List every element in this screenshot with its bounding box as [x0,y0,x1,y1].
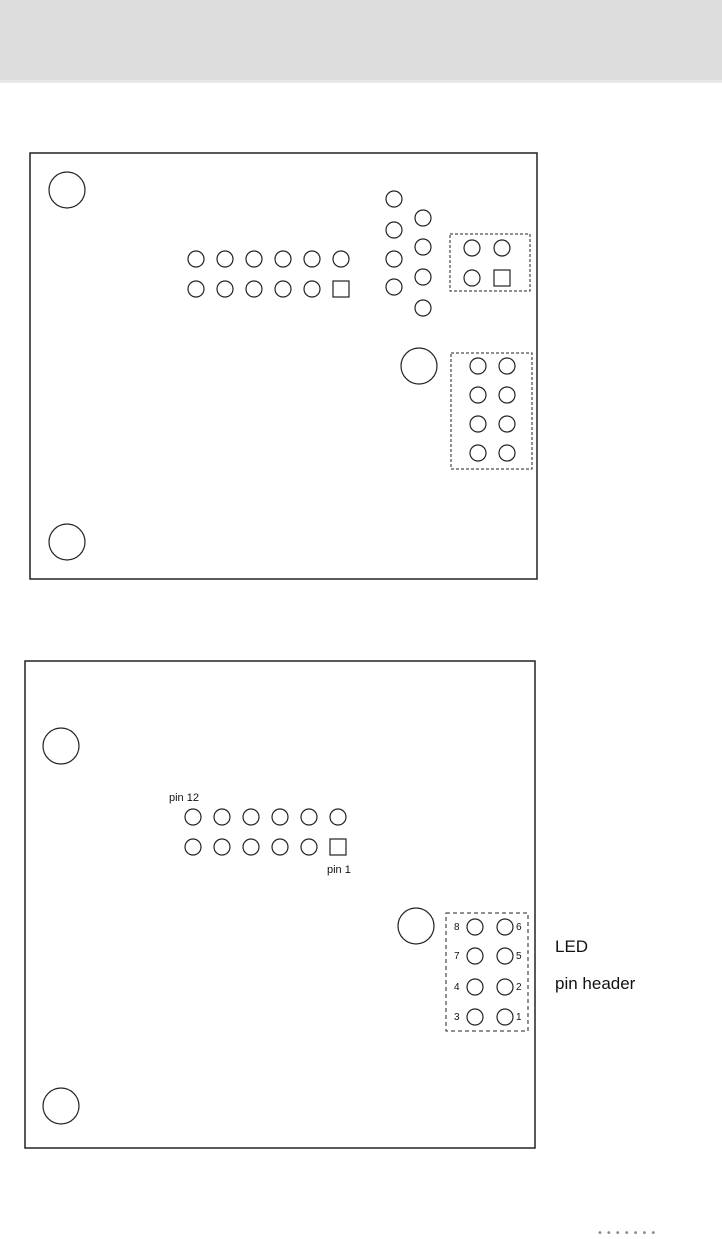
bottom-pad [272,839,288,855]
top-pad [386,251,402,267]
top-pad [246,251,262,267]
led-header-outline [446,913,528,1031]
top-pad [415,269,431,285]
led-pad [467,948,483,964]
top-4pin-header [464,240,510,286]
led-pin-number: 1 [516,1012,522,1023]
top-pad [386,191,402,207]
top-pad [217,281,233,297]
top-pad-square [333,281,349,297]
top-pad [499,358,515,374]
led-pad [497,979,513,995]
pin1-label: pin 1 [327,864,351,876]
top-pad [304,281,320,297]
led-pin-number: 8 [454,922,460,933]
top-8pin-header [470,358,515,461]
top-board-outline [30,153,537,579]
bottom-board-outline [25,661,535,1148]
bottom-pad [330,809,346,825]
bottom-pad [301,809,317,825]
top-pad [499,445,515,461]
led-pin-number: 5 [516,951,522,962]
top-pad [386,279,402,295]
led-pin-number: 2 [516,982,522,993]
led-pad [467,1009,483,1025]
led-pin-number: 6 [516,922,522,933]
bottom-pad-square [330,839,346,855]
bottom-12pin-connector [185,809,346,855]
pin-header-label: pin header [555,974,635,994]
top-pad-square [494,270,510,286]
led-pad [497,919,513,935]
bottom-pad [214,839,230,855]
led-pin-number: 3 [454,1012,460,1023]
led-pad [467,979,483,995]
top-pad [333,251,349,267]
top-mount-hole-tl [49,172,85,208]
top-pad [246,281,262,297]
bottom-mount-hole-right [398,908,434,944]
led-pin-number: 4 [454,982,460,993]
bottom-pad [243,809,259,825]
top-pad [188,281,204,297]
bottom-pad [185,809,201,825]
bottom-mount-hole-bl [43,1088,79,1124]
bottom-pad [185,839,201,855]
top-pad [415,210,431,226]
top-pad [386,222,402,238]
top-pad [499,416,515,432]
top-pad [499,387,515,403]
top-pad [470,387,486,403]
top-pad [415,300,431,316]
top-pad [464,240,480,256]
top-8pin-header-outline [451,353,532,469]
top-board-diagram [0,0,722,620]
top-pad [217,251,233,267]
top-mount-hole-right [401,348,437,384]
bottom-pad [301,839,317,855]
led-pin-numbers: 8 6 7 5 4 2 3 1 [454,922,522,1023]
top-12pin-connector [188,251,349,297]
top-pad [494,240,510,256]
top-pad [304,251,320,267]
top-pad [464,270,480,286]
top-4pin-header-outline [450,234,530,291]
led-pad [497,1009,513,1025]
bottom-mount-hole-tl [43,728,79,764]
led-pad [497,948,513,964]
top-pad [470,416,486,432]
top-pad [188,251,204,267]
top-pad [470,358,486,374]
pin12-label: pin 12 [169,792,199,804]
top-pad [275,251,291,267]
top-pad [415,239,431,255]
top-pad [275,281,291,297]
bottom-pad [243,839,259,855]
led-pad [467,919,483,935]
bottom-pad [272,809,288,825]
led-pin-header [467,919,513,1025]
led-label: LED [555,937,588,957]
bottom-pad [214,809,230,825]
page-footer-dots: ••••••• [597,1229,659,1239]
top-staggered-pins [386,191,431,316]
top-mount-hole-bl [49,524,85,560]
led-pin-number: 7 [454,951,460,962]
top-pad [470,445,486,461]
